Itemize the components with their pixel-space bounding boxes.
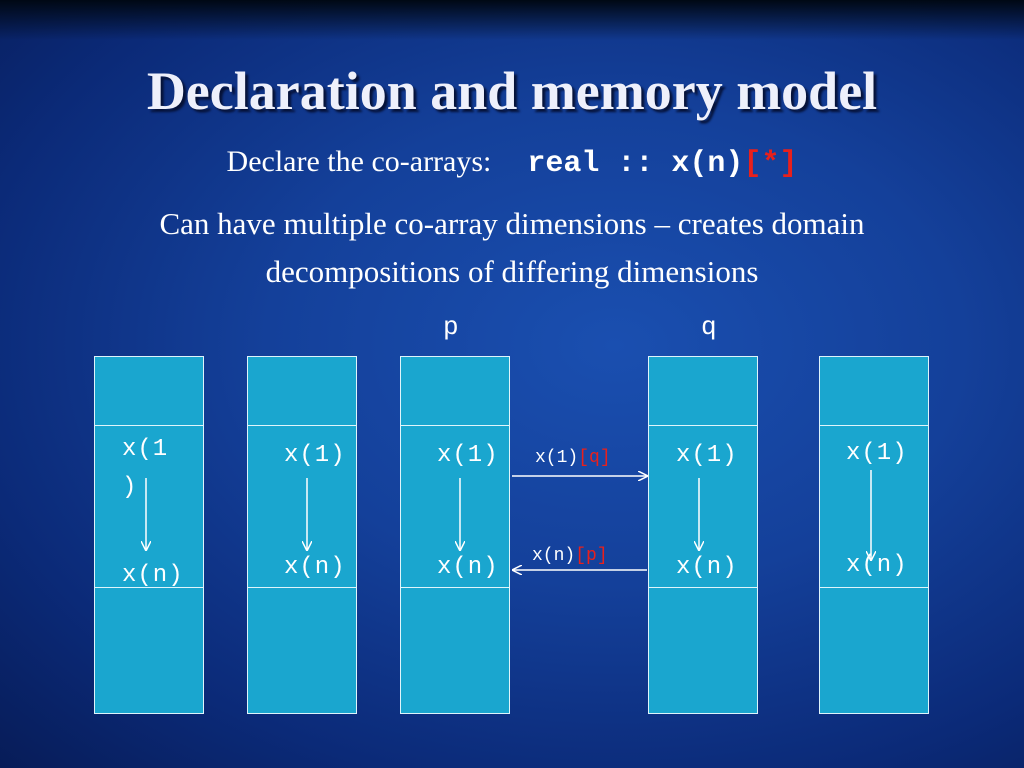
column-divider: [649, 587, 757, 588]
declaration-line: Declare the co-arrays: real :: x(n)[*]: [0, 145, 1024, 181]
column-divider: [95, 587, 203, 588]
column-divider: [649, 425, 757, 426]
transfer-left-label: x(n)[p]: [532, 546, 608, 566]
transfer-left-text: x(n): [532, 546, 576, 566]
label-x1: x(1): [846, 440, 908, 467]
memory-column-5: [819, 356, 929, 714]
column-divider: [401, 425, 509, 426]
label-x1-cont: ): [122, 474, 138, 501]
declare-label: Declare the co-arrays:: [226, 145, 492, 178]
label-xn: x(n): [122, 562, 184, 589]
column-divider: [820, 425, 928, 426]
column-divider: [820, 587, 928, 588]
label-xn: x(n): [846, 552, 908, 579]
memory-column-2: [247, 356, 357, 714]
label-x1: x(1): [284, 442, 346, 469]
transfer-right-codim: [q]: [578, 448, 611, 468]
label-x1: x(1: [122, 436, 169, 463]
column-divider: [248, 587, 356, 588]
column-divider: [248, 425, 356, 426]
description-text: Can have multiple co-array dimensions – …: [159, 206, 865, 289]
column-divider: [95, 425, 203, 426]
label-xn: x(n): [676, 554, 738, 581]
transfer-left-codim: [p]: [575, 546, 608, 566]
code-declaration: real :: x(n)[*]: [527, 147, 797, 181]
description-paragraph: Can have multiple co-array dimensions – …: [0, 200, 1024, 296]
column-divider: [401, 587, 509, 588]
label-xn: x(n): [284, 554, 346, 581]
transfer-right-label: x(1)[q]: [535, 448, 611, 468]
memory-column-p: [400, 356, 510, 714]
label-x1: x(1): [437, 442, 499, 469]
code-codimension: [*]: [743, 147, 798, 181]
slide-title: Declaration and memory model: [146, 61, 878, 121]
transfer-right-text: x(1): [535, 448, 579, 468]
memory-column-q: [648, 356, 758, 714]
code-main: real :: x(n): [527, 147, 744, 181]
top-band: [0, 0, 1024, 40]
label-x1: x(1): [676, 442, 738, 469]
label-xn: x(n): [437, 554, 499, 581]
image-label-p: p: [443, 312, 459, 342]
image-label-q: q: [701, 312, 717, 342]
memory-column-1: [94, 356, 204, 714]
